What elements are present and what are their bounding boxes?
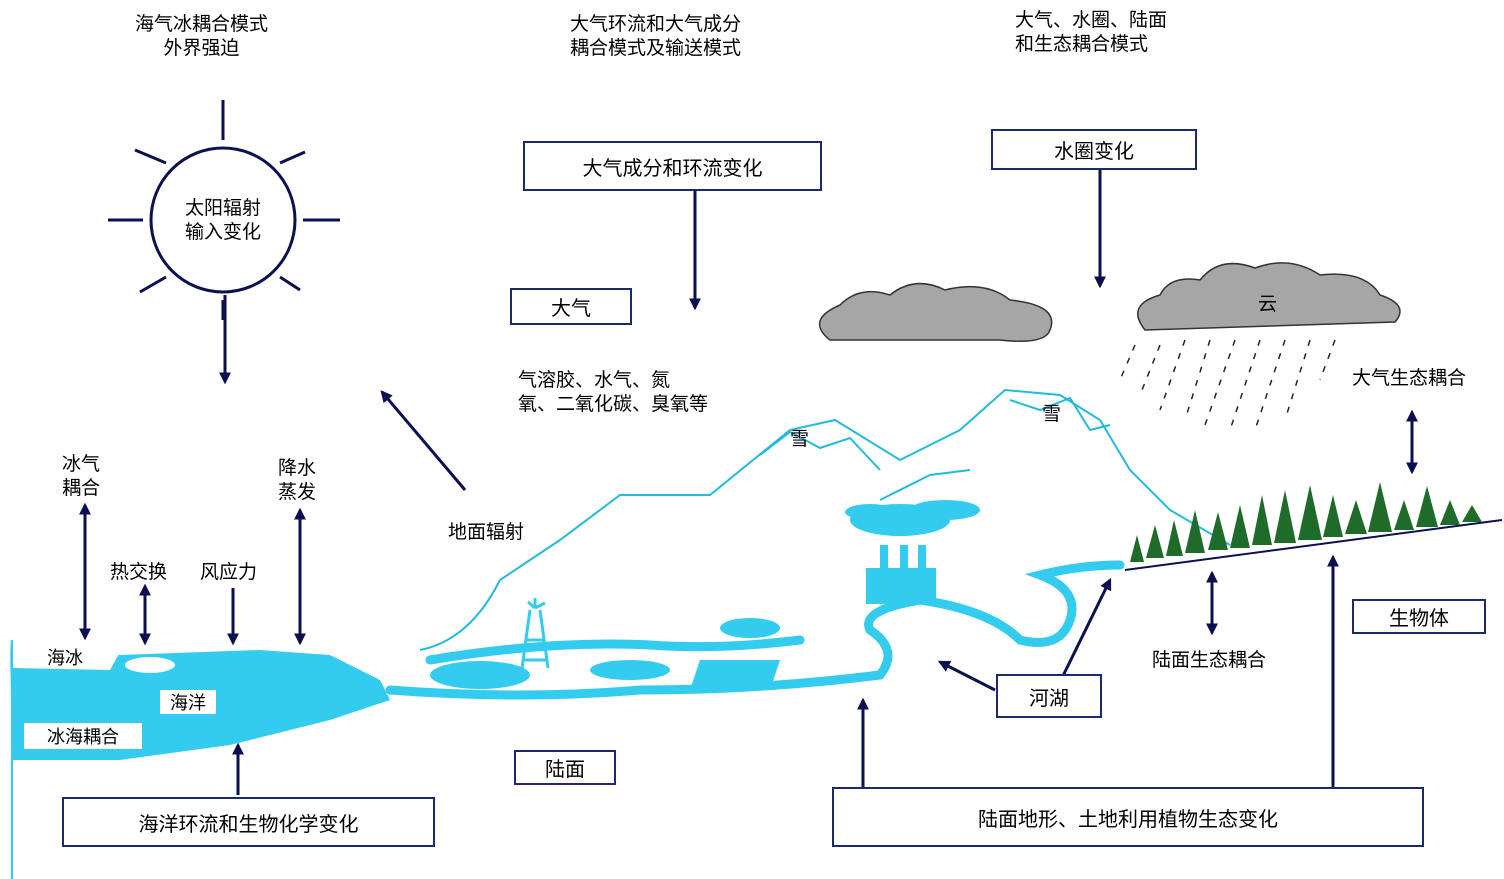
header-col3-line1: 大气、水圈、陆面 [1015,9,1168,31]
snow-label-2: 雪 [1042,403,1062,425]
hydro-change-text: 水圈变化 [1054,139,1134,163]
ice-air-line1: 冰气 [62,453,101,475]
atmosphere-box: 大气 [510,288,632,325]
sea-ice-text: 海冰 [47,648,83,669]
precip-line2: 蒸发 [278,481,317,503]
river [385,560,1125,700]
ice-floe [125,657,175,673]
river-lake-text: 河湖 [1029,685,1069,710]
arrow-river-left [937,660,996,692]
ocean-text: 海洋 [170,693,206,714]
header-col2-line1: 大气环流和大气成分 [570,13,742,35]
forest [1130,482,1482,562]
atmos-change-text: 大气成分和环流变化 [582,155,763,180]
arrow-ground-radiation [380,390,467,491]
header-col1-line1: 海气冰耦合模式 [135,13,269,35]
gases-line1: 气溶胶、水气、氮 [518,369,671,391]
land-eco-label: 陆面生态耦合 [1152,649,1267,671]
precip-line1: 降水 [278,457,317,479]
sea-ice-label: 海冰 [34,646,96,669]
ice-sea-coupling-label: 冰海耦合 [24,723,142,749]
ocean-bio-text: 海洋环流和生物化学变化 [138,811,359,836]
sun-label: 太阳辐射 输入变化 [172,196,274,244]
factory-icon [845,500,980,604]
header-col3-line2: 和生态耦合模式 [1015,33,1149,55]
biota-text: 生物体 [1389,606,1449,630]
heat-exchange-label: 热交换 [110,561,168,583]
ground-line [1124,519,1503,571]
land-change-text: 陆面地形、土地利用植物生态变化 [978,806,1278,831]
header-col3: 大气、水圈、陆面 和生态耦合模式 [1015,8,1167,56]
river-lake-box: 河湖 [996,674,1102,718]
gases-label: 气溶胶、水气、氮 氧、二氧化碳、臭氧等 [518,368,708,416]
atmos-change-box: 大气成分和环流变化 [523,141,822,191]
ground-radiation-label: 地面辐射 [448,521,525,543]
sun-icon [108,100,340,320]
land-text: 陆面 [545,757,585,781]
arrows [79,168,1418,795]
gases-line2: 氧、二氧化碳、臭氧等 [518,393,709,415]
arrow-river-up [1058,577,1112,683]
snow-label-1: 雪 [790,428,810,450]
header-col1-line2: 外界强迫 [163,37,240,59]
lakes [430,618,780,690]
rain [1119,339,1336,431]
header-col2-line2: 耦合模式及输送模式 [570,37,742,59]
atmosphere-text: 大气 [551,296,591,320]
cloud-icon [818,262,1401,342]
header-col2: 大气环流和大气成分 耦合模式及输送模式 [570,12,741,60]
sun-label-line1: 太阳辐射 [184,197,261,219]
land-change-box: 陆面地形、土地利用植物生态变化 [832,787,1424,847]
wind-stress-label: 风应力 [200,561,258,583]
mountains [419,388,1231,651]
header-col1: 海气冰耦合模式 外界强迫 [135,12,268,60]
biota-box: 生物体 [1352,599,1486,634]
atmos-eco-label: 大气生态耦合 [1352,367,1467,389]
ice-sea-coupling-text: 冰海耦合 [47,727,119,748]
windmill-icon [520,598,550,669]
ice-air-line2: 耦合 [62,477,101,499]
sun-label-line2: 输入变化 [184,221,261,243]
hydro-change-box: 水圈变化 [991,129,1197,170]
precip-label: 降水 蒸发 [278,456,316,504]
ice-air-label: 冰气 耦合 [62,452,100,500]
ocean-bio-box: 海洋环流和生物化学变化 [62,797,435,847]
land-box: 陆面 [514,750,616,785]
cloud-label: 云 [1258,293,1278,315]
ocean-label: 海洋 [160,690,216,714]
